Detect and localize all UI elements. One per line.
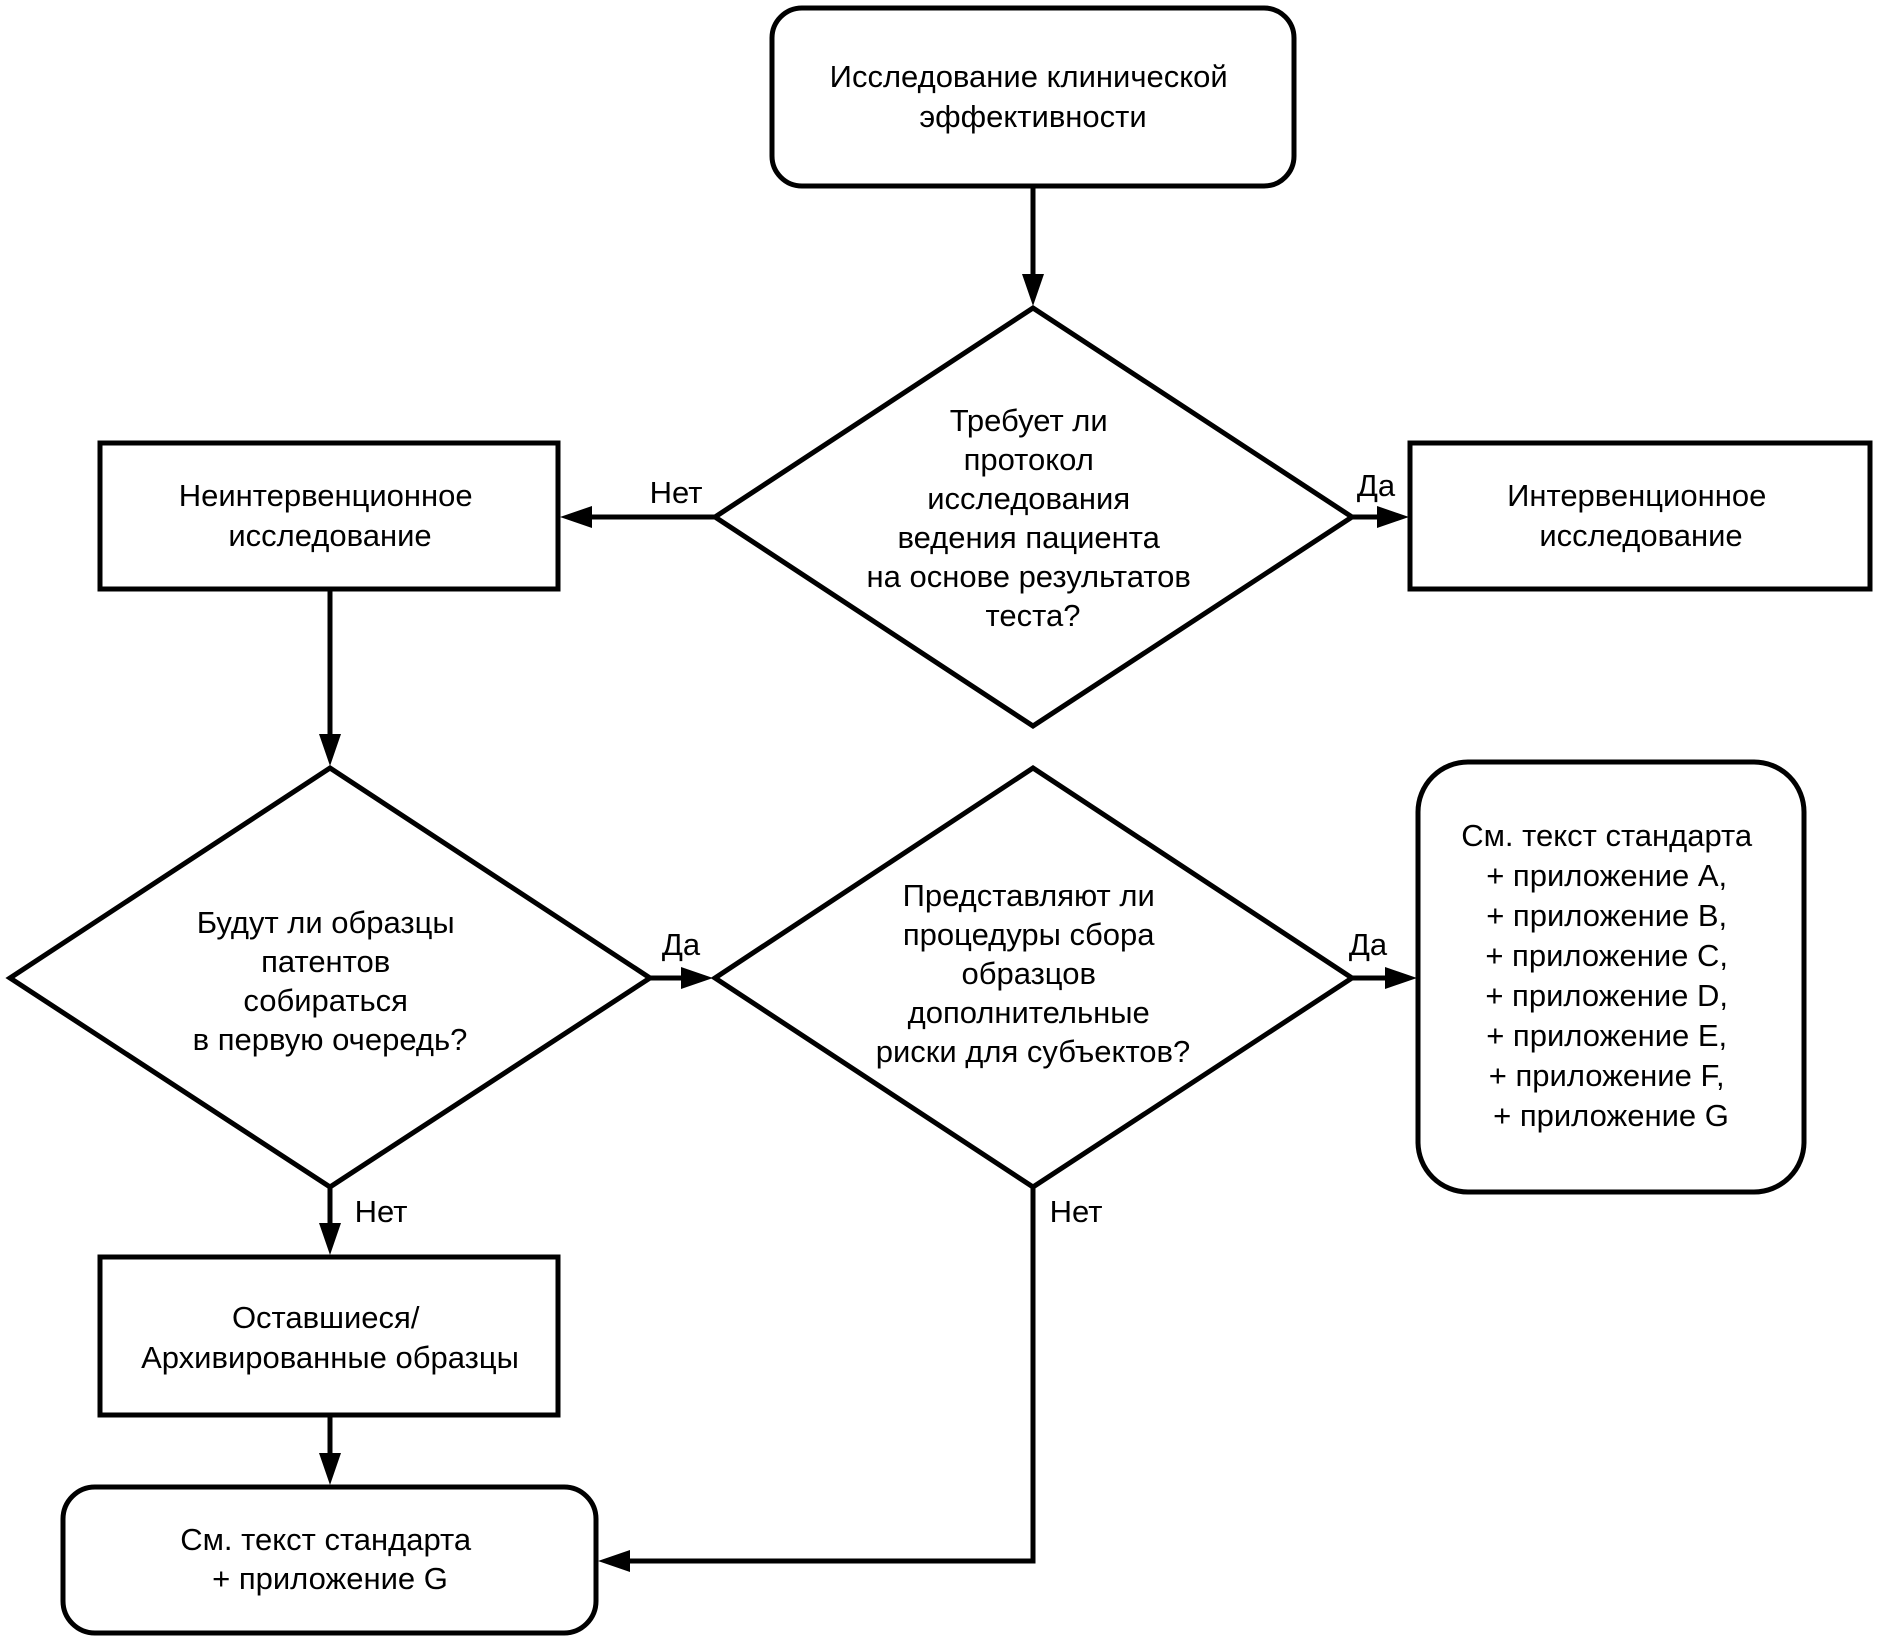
arrowhead-start-to-protocol <box>1022 274 1044 306</box>
see-all-annexes-line: + приложение Е, <box>1486 1018 1727 1053</box>
risks-decision-line: риски для субъектов? <box>876 1034 1191 1069</box>
label-protocol-yes: Да <box>1357 468 1396 503</box>
risks-decision-line: процедуры сбора <box>903 917 1155 952</box>
arrowhead-risks-yes <box>1385 967 1417 989</box>
see-all-annexes-line: + приложение G <box>1493 1098 1729 1133</box>
leftover-samples-box <box>97 1254 561 1418</box>
protocol-decision-line: ведения пациента <box>897 520 1160 555</box>
label-samples-yes: Да <box>662 927 701 962</box>
protocol-decision-line: на основе результатов <box>867 559 1191 594</box>
risks-decision-line: образцов <box>961 956 1095 991</box>
label-risks-yes: Да <box>1349 927 1388 962</box>
see-annex-g-text: См. текст стандарта + приложение G <box>180 1522 480 1596</box>
label-risks-no: Нет <box>1050 1194 1103 1229</box>
samples-decision-line: патентов <box>261 944 390 979</box>
protocol-decision-line: теста? <box>986 598 1081 633</box>
see-all-annexes-line: + приложение В, <box>1486 898 1727 933</box>
interventional-line: исследование <box>1539 518 1742 553</box>
leftover-samples-line: Оставшиеся/ <box>232 1300 420 1335</box>
interventional-text: Интервенционное исследование <box>1507 478 1775 553</box>
samples-decision-line: собираться <box>243 983 408 1018</box>
arrowhead-leftover-to-see-g <box>319 1453 341 1485</box>
risks-decision-text: Представляют ли процедуры сбора образцов… <box>876 878 1191 1069</box>
see-annex-g-box <box>60 1484 599 1636</box>
non-interventional-line: Неинтервенционное <box>179 478 473 513</box>
see-annex-g-line: См. текст стандарта <box>180 1522 472 1557</box>
samples-decision-text: Будут ли образцы патентов собираться в п… <box>193 905 468 1057</box>
protocol-decision-line: протокол <box>964 442 1094 477</box>
see-annex-g-line: + приложение G <box>212 1561 448 1596</box>
arrowhead-risks-no <box>598 1550 630 1572</box>
interventional-line: Интервенционное <box>1507 478 1766 513</box>
arrowhead-samples-yes <box>681 967 713 989</box>
see-all-annexes-line: + приложение F, <box>1489 1058 1725 1093</box>
label-samples-no: Нет <box>355 1194 408 1229</box>
protocol-decision-text: Требует ли протокол исследования ведения… <box>867 403 1200 633</box>
start-text: Исследование клинической эффективности <box>830 59 1237 134</box>
connector-risks-no <box>630 1187 1036 1564</box>
start-line: эффективности <box>919 99 1146 134</box>
interventional-box <box>1407 440 1873 592</box>
see-all-annexes-line: + приложение D, <box>1485 978 1728 1013</box>
arrowhead-noninterventional-to-samples <box>319 734 341 766</box>
arrowhead-protocol-no <box>560 506 592 528</box>
see-all-annexes-line: + приложение С, <box>1485 938 1728 973</box>
see-all-annexes-text: См. текст стандарта + приложение А, + пр… <box>1461 818 1761 1133</box>
arrowhead-samples-no <box>319 1223 341 1255</box>
see-all-annexes-box <box>1415 759 1807 1195</box>
non-interventional-text: Неинтервенционное исследование <box>179 478 482 553</box>
non-interventional-box <box>97 440 561 592</box>
arrowhead-protocol-yes <box>1377 506 1409 528</box>
leftover-samples-text: Оставшиеся/ Архивированные образцы <box>141 1300 519 1375</box>
leftover-samples-line: Архивированные образцы <box>141 1340 519 1375</box>
see-all-annexes-line: + приложение А, <box>1486 858 1727 893</box>
risks-decision-line: Представляют ли <box>903 878 1155 913</box>
samples-decision-line: Будут ли образцы <box>197 905 455 940</box>
protocol-decision-line: Требует ли <box>950 403 1108 438</box>
samples-decision-line: в первую очередь? <box>193 1022 468 1057</box>
risks-decision-line: дополнительные <box>908 995 1150 1030</box>
label-protocol-no: Нет <box>650 475 703 510</box>
non-interventional-line: исследование <box>228 518 431 553</box>
protocol-decision-diamond <box>710 305 1357 729</box>
start-line: Исследование клинической <box>830 59 1228 94</box>
protocol-decision-line: исследования <box>927 481 1130 516</box>
start-box <box>769 5 1297 189</box>
see-all-annexes-line: См. текст стандарта <box>1461 818 1753 853</box>
